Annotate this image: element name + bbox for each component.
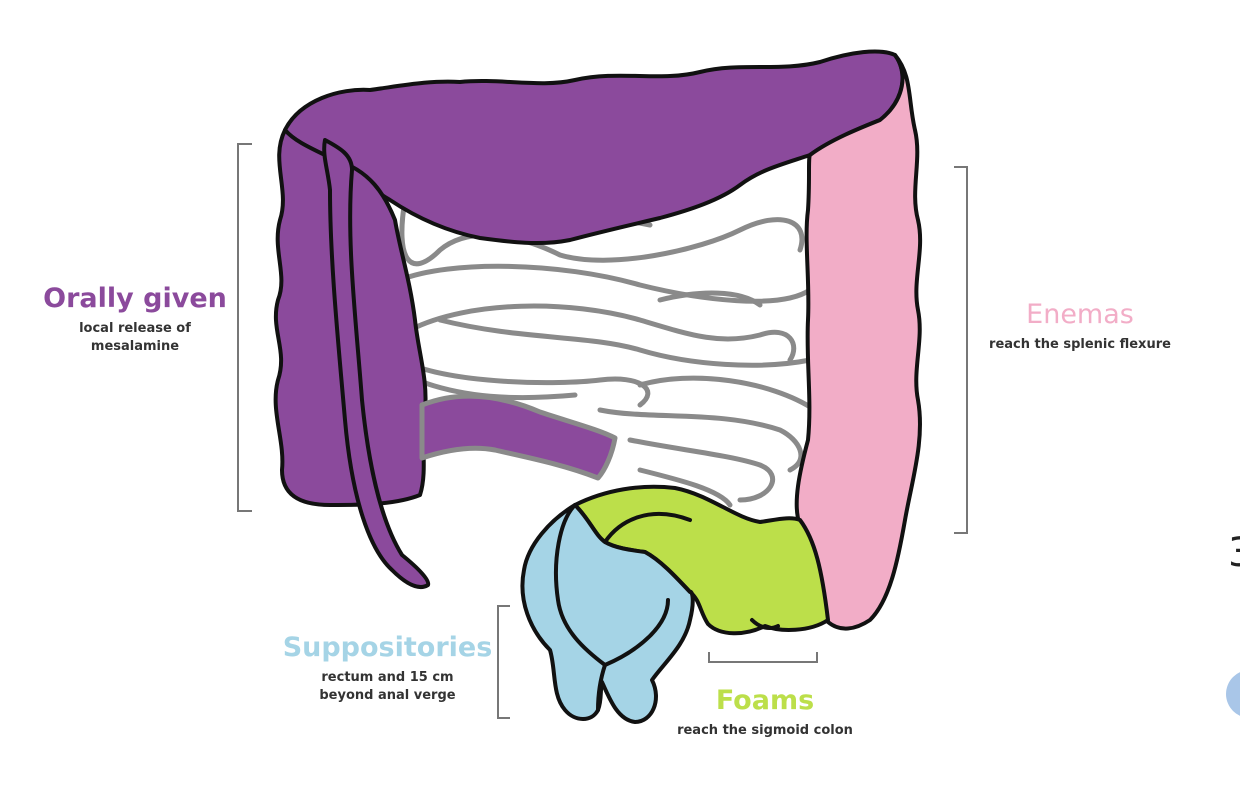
ileum-segment [422, 396, 615, 478]
suppository-bracket [498, 606, 510, 718]
suppositories-desc-line2: beyond anal verge [280, 688, 495, 704]
foam-bracket [709, 652, 817, 662]
enemas-label: Enemas reach the splenic flexure [975, 299, 1185, 353]
foams-desc: reach the sigmoid colon [655, 723, 875, 739]
edge-digit: 3 [1228, 528, 1240, 578]
foams-title: Foams [655, 685, 875, 717]
suppositories-title: Suppositories [280, 632, 495, 664]
oral-desc-line2: mesalamine [40, 339, 230, 355]
oral-bracket [238, 144, 252, 511]
foams-label: Foams reach the sigmoid colon [655, 685, 875, 739]
enemas-desc: reach the splenic flexure [975, 337, 1185, 353]
suppositories-desc-line1: rectum and 15 cm [280, 670, 495, 686]
oral-desc-line1: local release of [40, 321, 230, 337]
oral-label: Orally given local release of mesalamine [40, 283, 230, 355]
enema-bracket [954, 167, 967, 533]
oral-title: Orally given [40, 283, 230, 315]
suppositories-label: Suppositories rectum and 15 cm beyond an… [280, 632, 495, 704]
edge-circle [1226, 670, 1240, 718]
enemas-title: Enemas [975, 299, 1185, 331]
